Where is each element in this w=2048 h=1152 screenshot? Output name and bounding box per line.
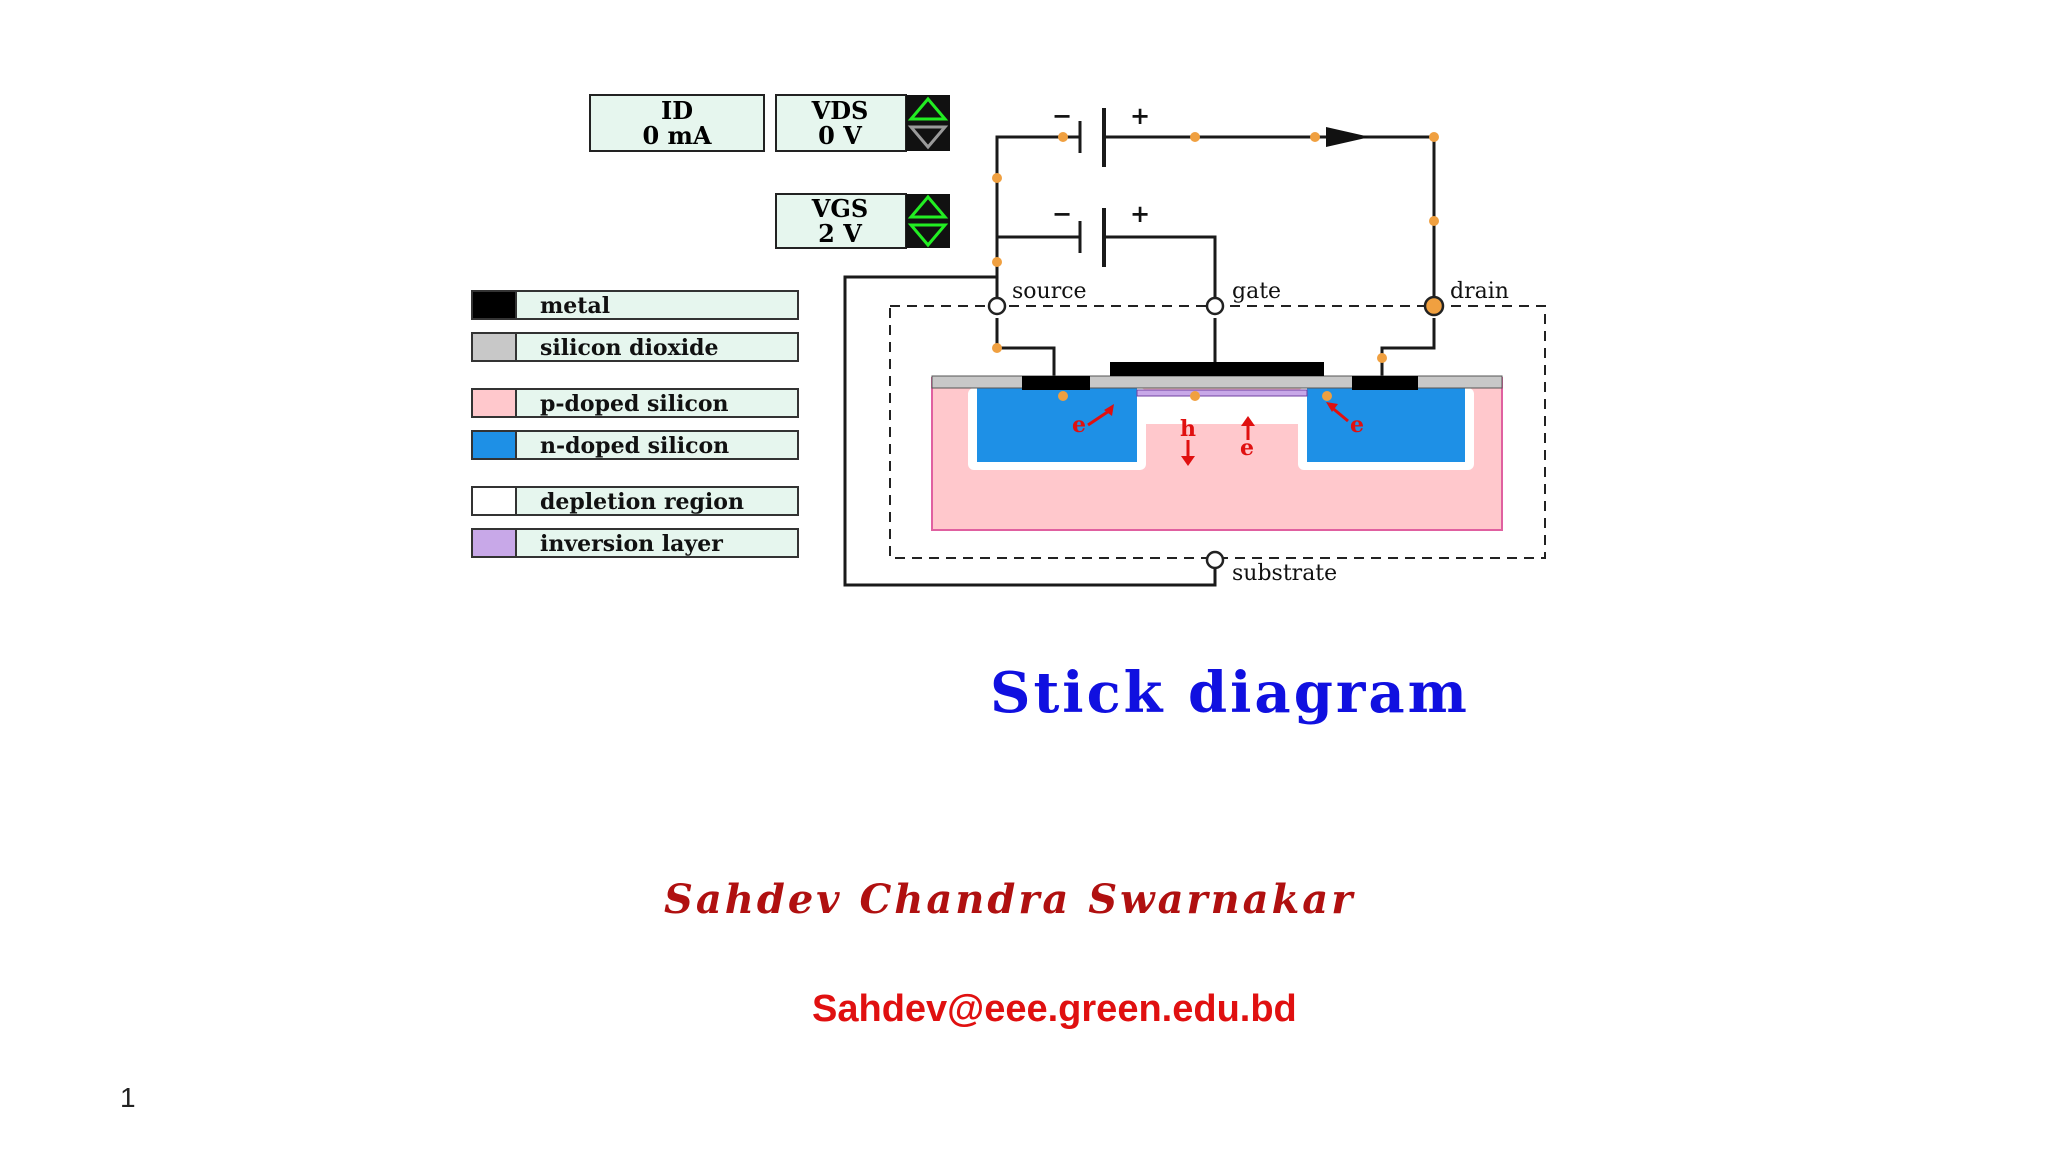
current-arrow-icon [1326,127,1370,147]
vds-down-arrow-icon[interactable] [907,125,949,150]
gate-label: gate [1232,279,1281,304]
legend-item-p-doped-silicon: p-doped silicon [471,388,799,418]
drain-label: drain [1450,279,1509,304]
author-name: Sahdev Chandra Swarnakar [664,876,1356,923]
substrate-label: substrate [1232,561,1337,586]
legend: metal silicon dioxide p-doped silicon n-… [471,290,799,558]
vgs-meter-label: VGS [811,194,868,223]
vds-battery-minus: − [1052,101,1072,130]
id-meter-value: 0 mA [642,121,711,150]
legend-item-n-doped-silicon: n-doped silicon [471,430,799,460]
legend-swatch-n-doped [471,430,517,460]
charge-dots [992,132,1439,401]
hole-arrow-icon [1181,456,1195,466]
vds-up-arrow-icon[interactable] [907,96,949,121]
legend-swatch-metal [471,290,517,320]
legend-label-metal: metal [540,293,610,319]
source-label: source [1012,279,1087,304]
source-contact [1022,376,1090,390]
legend-label-n-doped: n-doped silicon [540,433,729,459]
vds-meter-label: VDS [811,96,869,125]
legend-label-inversion: inversion layer [540,531,723,557]
electron-label-channel: e [1240,435,1254,461]
legend-item-inversion-layer: inversion layer [471,528,799,558]
author-email[interactable]: Sahdev@eee.green.edu.bd [812,988,1297,1030]
inversion-layer [1136,389,1308,397]
slide-title: Stick diagram [990,660,1470,726]
vds-battery-plus: + [1130,101,1150,130]
electron-label-source: e [1072,412,1086,438]
vgs-meter: VGS 2 V [775,193,950,249]
vgs-down-arrow-icon[interactable] [907,223,949,248]
legend-swatch-depletion [471,486,517,516]
vgs-up-arrow-icon[interactable] [907,194,949,219]
vds-meter-value: 0 V [818,121,862,150]
page-number: 1 [120,1082,136,1113]
vgs-stepper[interactable] [906,194,950,248]
n-doped-source [977,388,1137,462]
electron-label-drain: e [1350,412,1364,438]
drain-contact [1352,376,1418,390]
terminals: source gate drain substrate [987,279,1509,586]
legend-swatch-inversion [471,528,517,558]
vds-meter: VDS 0 V [775,94,950,152]
legend-label-depletion: depletion region [540,489,744,515]
gate-metal [1110,362,1324,376]
legend-item-depletion-region: depletion region [471,486,799,516]
hole-label: h [1180,416,1196,442]
id-meter-label: ID [661,96,693,125]
vgs-battery-minus: − [1052,199,1072,228]
electron-up-arrow-icon [1241,416,1255,426]
gate-terminal[interactable] [1205,296,1225,316]
legend-swatch-silicon-dioxide [471,332,517,362]
legend-label-p-doped: p-doped silicon [540,391,729,417]
id-meter: ID 0 mA [589,94,765,152]
legend-item-silicon-dioxide: silicon dioxide [471,332,799,362]
vgs-battery-plus: + [1130,199,1150,228]
electron-arrow-icon [1104,404,1114,416]
electron-arrow-drain-icon [1326,402,1338,412]
legend-label-silicon-dioxide: silicon dioxide [540,335,718,361]
mosfet-cross-section: e h e e [931,362,1503,531]
depletion-region-channel [1138,392,1306,424]
vds-stepper[interactable] [906,95,950,151]
substrate-terminal[interactable] [1205,550,1225,570]
legend-swatch-p-doped [471,388,517,418]
vgs-meter-value: 2 V [818,219,862,248]
n-doped-drain [1307,388,1465,462]
source-terminal[interactable] [987,296,1007,316]
legend-item-metal: metal [471,290,799,320]
drain-terminal[interactable] [1423,295,1445,317]
